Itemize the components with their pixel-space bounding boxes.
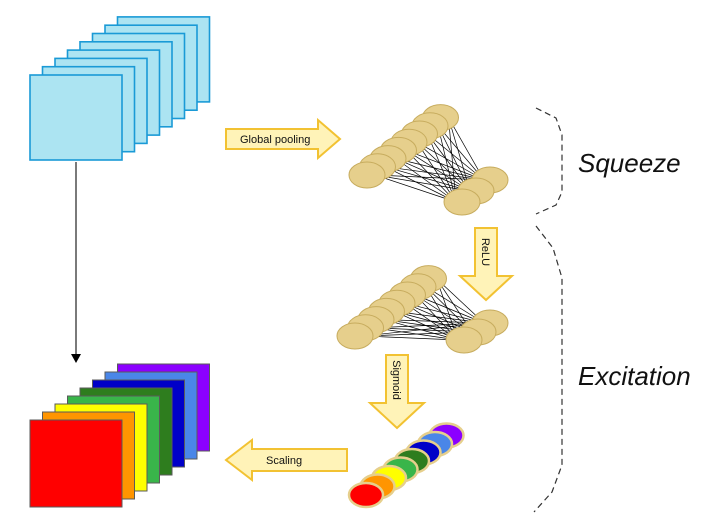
scaled-feature-map-stack <box>29 363 210 508</box>
sigmoid-arrow: Sigmoid <box>367 354 427 430</box>
global-pooling-arrow: Global pooling <box>225 117 342 161</box>
channel-weight-node <box>347 481 385 509</box>
connection-edge <box>437 125 471 192</box>
connection-edge <box>395 158 471 192</box>
output-map-layer <box>29 419 123 508</box>
global-pooling-label: Global pooling <box>240 134 310 146</box>
channel-weights <box>347 422 465 509</box>
neuron-node <box>336 322 374 350</box>
connection-edge <box>437 125 458 203</box>
input-feature-map-stack <box>29 16 211 161</box>
relu-label: ReLU <box>479 238 491 266</box>
connection-edge <box>374 174 485 183</box>
squeeze-brace <box>535 107 563 215</box>
skip-connection-arrow <box>71 162 81 363</box>
scaling-label: Scaling <box>266 455 302 467</box>
excitation-brace <box>533 225 563 513</box>
connection-edge <box>448 117 485 181</box>
squeeze-label: Squeeze <box>578 148 681 178</box>
neuron-node <box>348 161 386 189</box>
connection-edge <box>427 133 485 181</box>
squeeze-network <box>348 104 509 216</box>
connection-edge <box>395 158 457 203</box>
neuron-node <box>443 188 481 216</box>
connection-edge <box>385 166 485 183</box>
scaling-arrow: Scaling <box>224 437 348 483</box>
connection-edge <box>406 150 471 192</box>
connection-edge <box>448 117 459 203</box>
connection-edge <box>416 142 457 203</box>
neuron-node <box>445 326 483 354</box>
relu-arrow: ReLU <box>457 227 515 302</box>
connection-edge <box>385 166 457 203</box>
input-map-layer <box>29 74 123 161</box>
sigmoid-label: Sigmoid <box>390 360 402 400</box>
connection-edge <box>377 315 459 341</box>
connection-edge <box>416 141 471 192</box>
connection-edge <box>427 133 457 203</box>
connection-edge <box>374 174 471 193</box>
connection-edge <box>374 174 457 203</box>
network-connections <box>374 117 485 203</box>
connection-edge <box>385 166 471 193</box>
connection-edge <box>448 117 472 192</box>
connection-edge <box>395 158 485 182</box>
connection-edge <box>406 150 485 181</box>
excitation-label: Excitation <box>578 361 691 391</box>
excitation-network <box>336 265 509 354</box>
connection-edge <box>416 141 485 181</box>
